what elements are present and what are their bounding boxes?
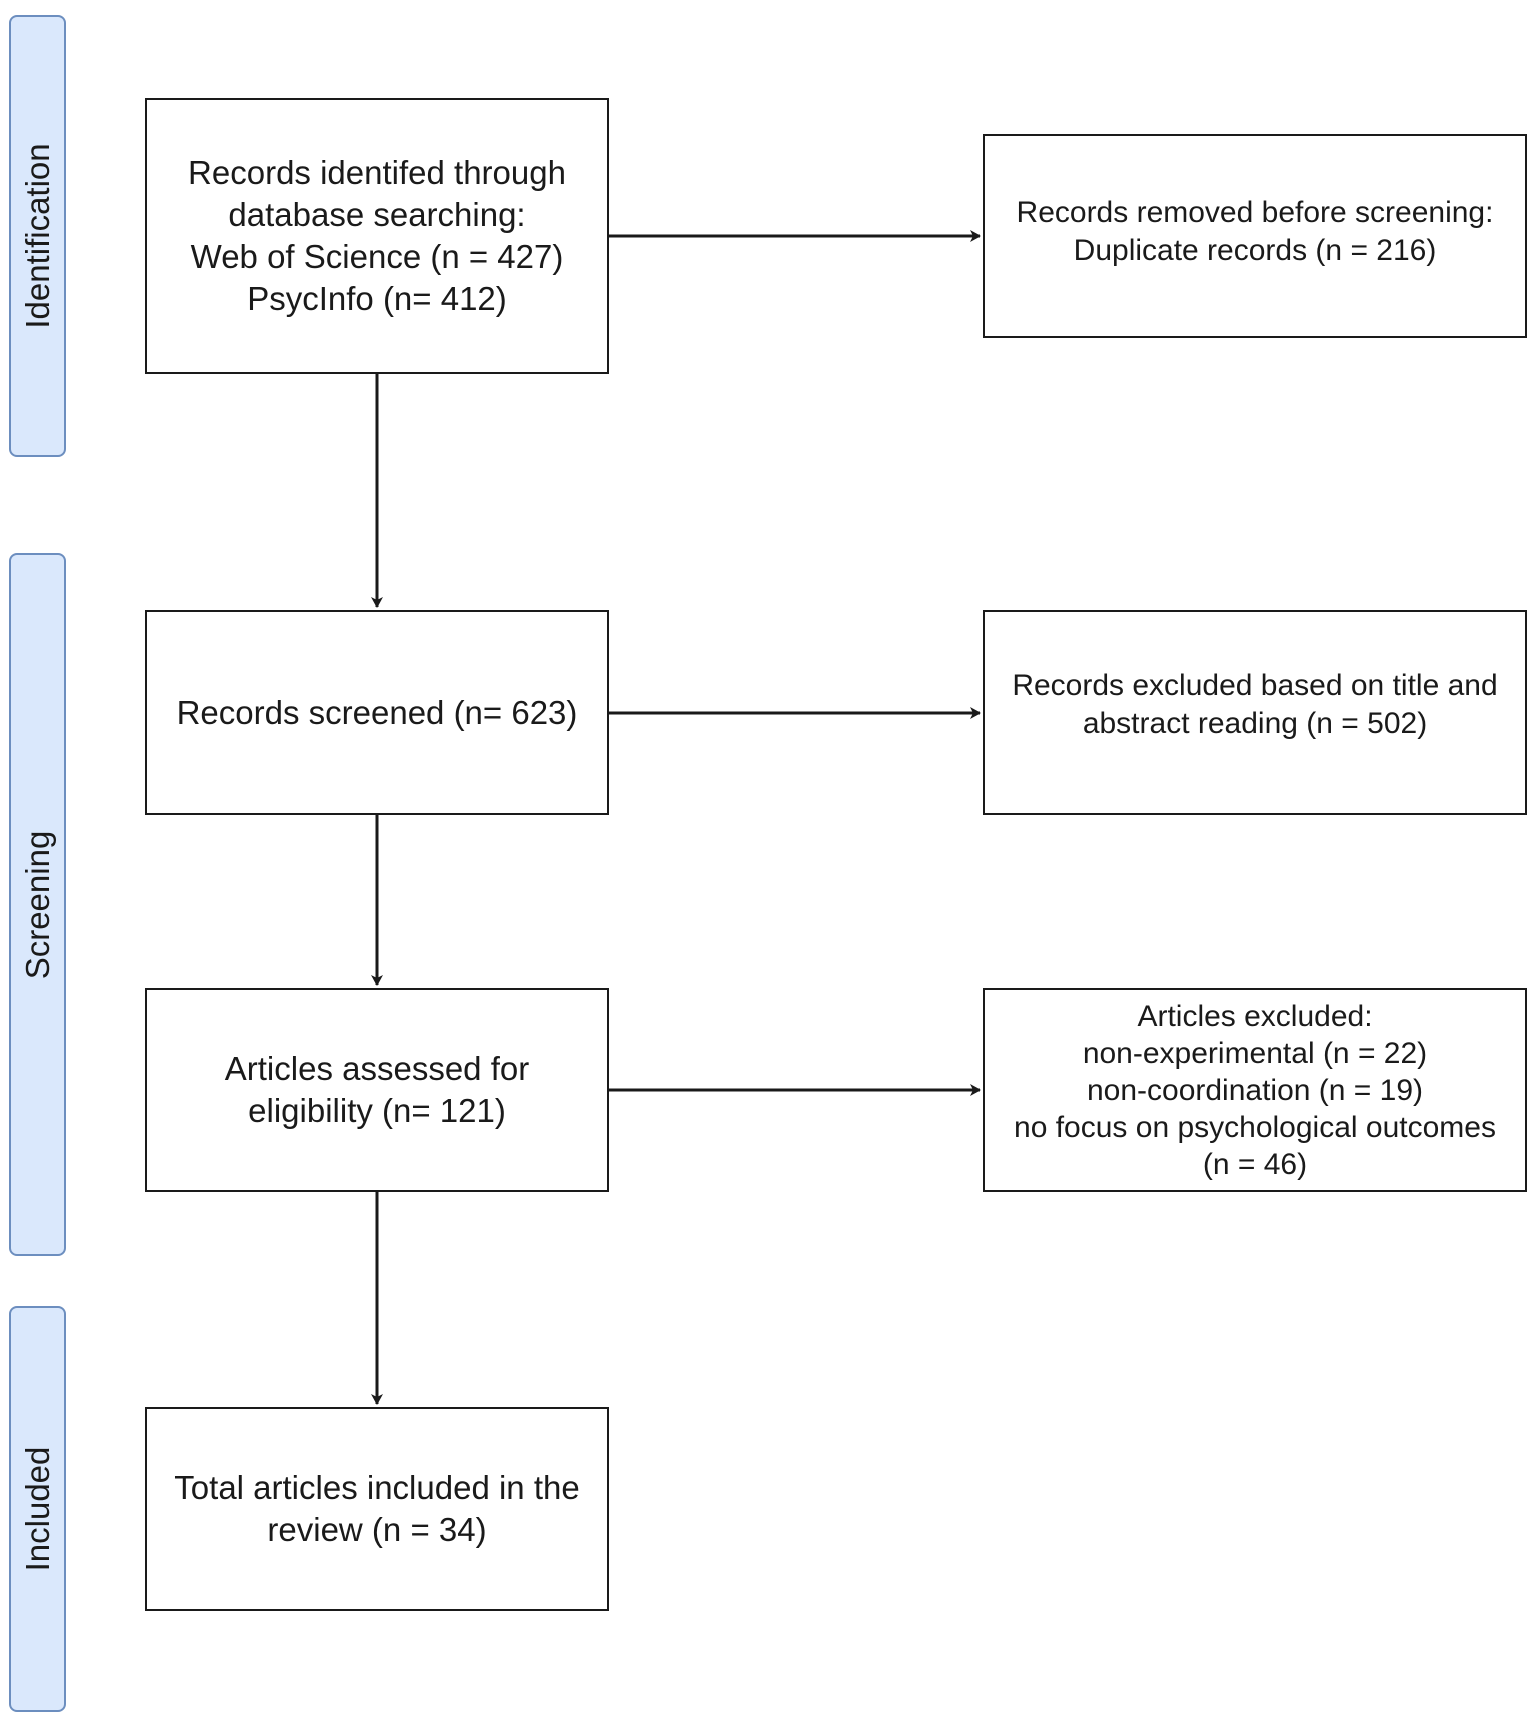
identified-line-2: database searching: bbox=[228, 196, 526, 233]
included-line-1: Total articles included in the bbox=[174, 1469, 580, 1506]
phase-screening: Screening bbox=[9, 553, 66, 1256]
phase-included: Included bbox=[9, 1306, 66, 1712]
excluded-articles-line-5: (n = 46) bbox=[1202, 1147, 1308, 1181]
phase-identification: Identification bbox=[9, 15, 66, 457]
excluded-title-line-2: abstract reading (n = 502) bbox=[1082, 707, 1428, 740]
box-records-identified: Records identifed through database searc… bbox=[145, 98, 609, 374]
box-articles-assessed: Articles assessed for eligibility (n= 12… bbox=[145, 988, 609, 1192]
assessed-line-1: Articles assessed for bbox=[224, 1050, 530, 1087]
box-articles-excluded: Articles excluded: non-experimental (n =… bbox=[983, 988, 1527, 1192]
screened-line-1: Records screened (n= 623) bbox=[176, 693, 578, 731]
excluded-articles-line-4: no focus on psychological outcomes bbox=[1014, 1110, 1496, 1144]
removed-line-2: Duplicate records (n = 216) bbox=[1073, 234, 1437, 267]
box-articles-included: Total articles included in the review (n… bbox=[145, 1407, 609, 1611]
excluded-articles-line-3: non-coordination (n = 19) bbox=[1086, 1073, 1424, 1107]
box-records-excluded-title-abstract: Records excluded based on title and abst… bbox=[983, 610, 1527, 815]
excluded-articles-line-2: non-experimental (n = 22) bbox=[1082, 1036, 1428, 1070]
excluded-title-line-1: Records excluded based on title and bbox=[1012, 669, 1498, 702]
box-records-removed: Records removed before screening: Duplic… bbox=[983, 134, 1527, 338]
identified-line-3: Web of Science (n = 427) bbox=[190, 238, 564, 275]
identified-line-1: Records identifed through bbox=[188, 154, 566, 191]
assessed-line-2: eligibility (n= 121) bbox=[248, 1092, 506, 1129]
identified-line-4: PsycInfo (n= 412) bbox=[247, 280, 507, 317]
removed-line-1: Records removed before screening: bbox=[1016, 196, 1494, 229]
excluded-articles-line-1: Articles excluded: bbox=[1137, 999, 1373, 1033]
included-line-2: review (n = 34) bbox=[267, 1511, 487, 1548]
box-records-screened: Records screened (n= 623) bbox=[145, 610, 609, 815]
